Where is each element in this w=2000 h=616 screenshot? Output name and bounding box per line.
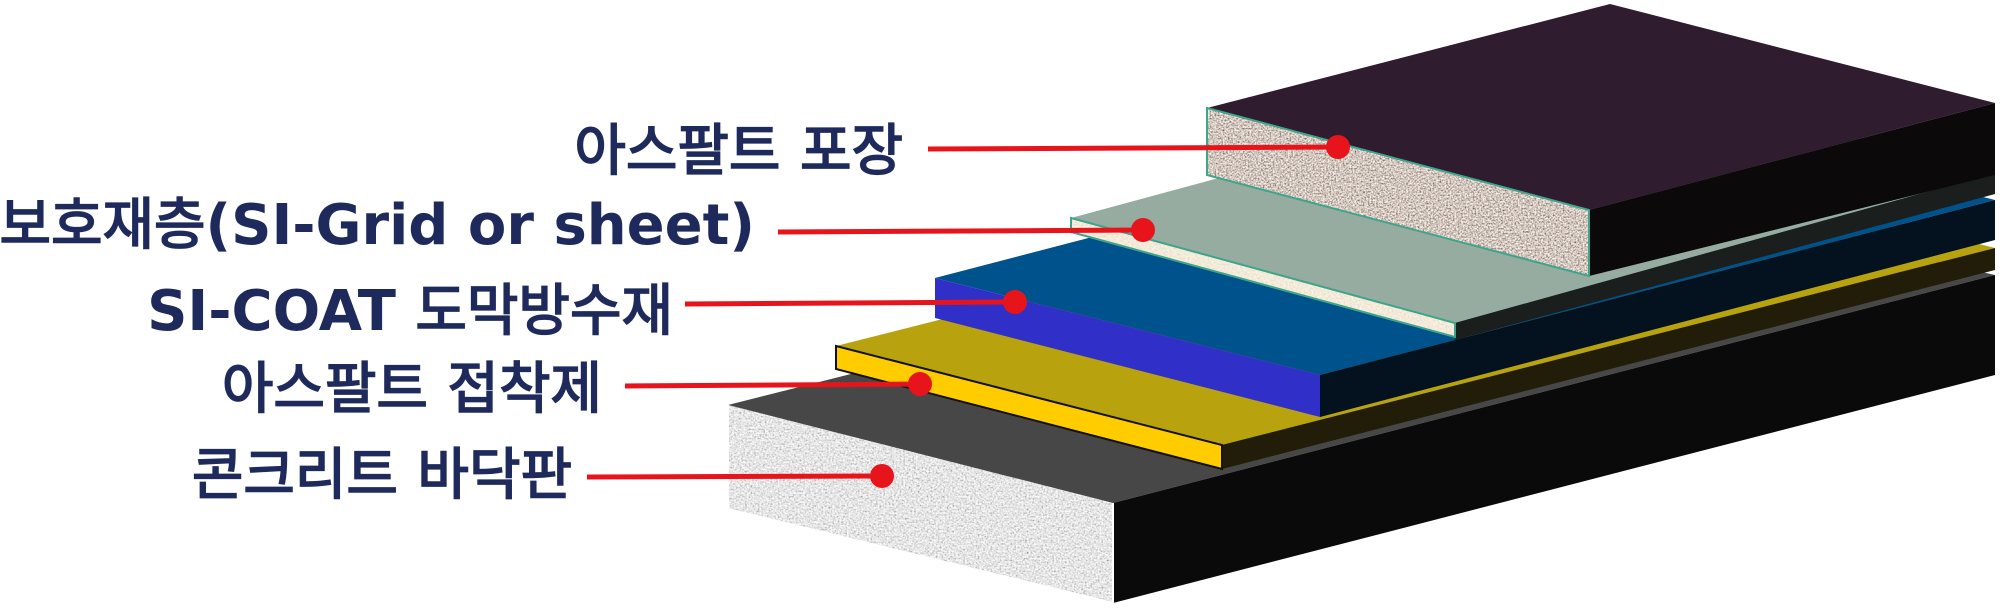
label-waterproofing: SI-COAT 도막방수재 [147, 279, 673, 344]
protection-layer-side [1455, 173, 1995, 340]
label-protection-layer: 보호재층(SI-Grid or sheet) [0, 193, 755, 258]
leader-waterproofing-dot [1003, 290, 1027, 314]
leader-asphalt-pavement-line [927, 144, 1339, 152]
leader-concrete-slab-line [586, 473, 883, 480]
leader-waterproofing-line [684, 299, 1016, 307]
label-asphalt-adhesive: 아스팔트 접착제 [221, 357, 602, 422]
asphalt-pavement-side [1589, 103, 1995, 276]
asphalt-adhesive-front [835, 344, 1223, 471]
leader-asphalt-pavement-dot [1326, 135, 1350, 159]
asphalt-adhesive-side [1222, 248, 1995, 469]
concrete-slab-side [1113, 275, 1995, 603]
leader-asphalt-adhesive-dot [908, 372, 932, 396]
label-asphalt-pavement: 아스팔트 포장 [574, 119, 903, 184]
waterproofing-front [935, 278, 1320, 417]
leader-protection-layer-dot [1131, 218, 1155, 242]
asphalt-pavement-top [1207, 4, 1995, 210]
waterproofing-side [1320, 200, 1995, 417]
leader-lines [586, 135, 1350, 488]
label-concrete-slab: 콘크리트 바닥판 [191, 443, 572, 508]
leader-asphalt-adhesive-line [624, 381, 921, 389]
leader-protection-layer-line [777, 227, 1144, 235]
leader-concrete-slab-dot [870, 464, 894, 488]
